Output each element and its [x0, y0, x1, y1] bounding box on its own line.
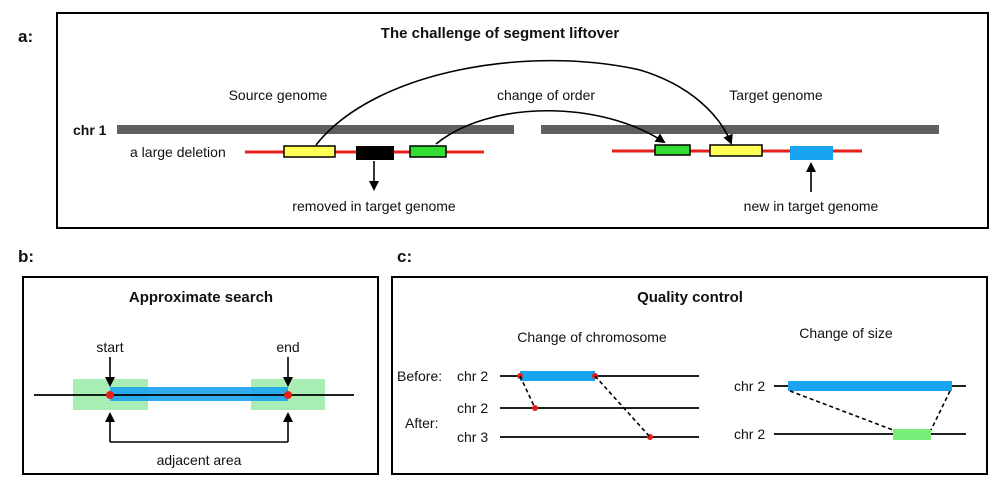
size-right-mapping-line: [930, 390, 951, 431]
panel-b-label: b:: [18, 247, 34, 266]
green-move-arrow: [435, 110, 666, 145]
panel-c-label: c:: [397, 247, 412, 266]
source-genome-label: Source genome: [229, 87, 328, 103]
start-point: [106, 391, 114, 399]
size-segment-before: [788, 381, 952, 391]
panel-c-title: Quality control: [637, 289, 743, 306]
after-label: After:: [405, 415, 438, 431]
panel-a-label: a:: [18, 27, 33, 46]
end-mapping-line: [594, 375, 651, 438]
chr2-size-after-label: chr 2: [734, 426, 765, 442]
start-mapping-line: [519, 375, 536, 409]
panel-a-title: The challenge of segment liftover: [381, 25, 620, 42]
target-genome-label: Target genome: [729, 87, 823, 103]
yellow-segment-target: [709, 144, 763, 157]
before-label: Before:: [397, 368, 442, 384]
change-of-order-label: change of order: [497, 87, 595, 103]
chr-segment-before: [520, 371, 595, 381]
target-chromosome-bar: [541, 125, 939, 134]
adjacent-area-label: adjacent area: [157, 452, 242, 468]
green-segment-source: [409, 145, 447, 158]
panel-c-frame: [391, 276, 988, 475]
change-of-chromosome-label: Change of chromosome: [517, 329, 667, 345]
yellow-move-arrow: [315, 59, 733, 146]
large-deletion-label: a large deletion: [130, 144, 226, 160]
deleted-segment: [356, 146, 394, 160]
end-label: end: [276, 339, 299, 355]
search-segment-bar: [110, 387, 288, 401]
change-of-size-label: Change of size: [799, 325, 893, 341]
panel-b-frame: [22, 276, 379, 475]
removed-label: removed in target genome: [292, 198, 456, 214]
panel-a-frame: [56, 12, 989, 229]
chr1-label: chr 1: [73, 122, 107, 138]
source-chromosome-bar: [117, 125, 514, 134]
chr3-after-label: chr 3: [457, 429, 488, 445]
chr2-after-label: chr 2: [457, 400, 488, 416]
chr2-size-before-label: chr 2: [734, 378, 765, 394]
chr2-before-label: chr 2: [457, 368, 488, 384]
new-in-target-label: new in target genome: [744, 198, 879, 214]
panel-b-title: Approximate search: [129, 289, 273, 306]
yellow-segment-source: [283, 145, 336, 158]
green-segment-target: [654, 144, 691, 156]
size-segment-after: [893, 429, 931, 440]
end-point: [284, 391, 292, 399]
start-label: start: [96, 339, 123, 355]
new-segment: [790, 146, 833, 160]
size-left-mapping-line: [789, 390, 894, 431]
